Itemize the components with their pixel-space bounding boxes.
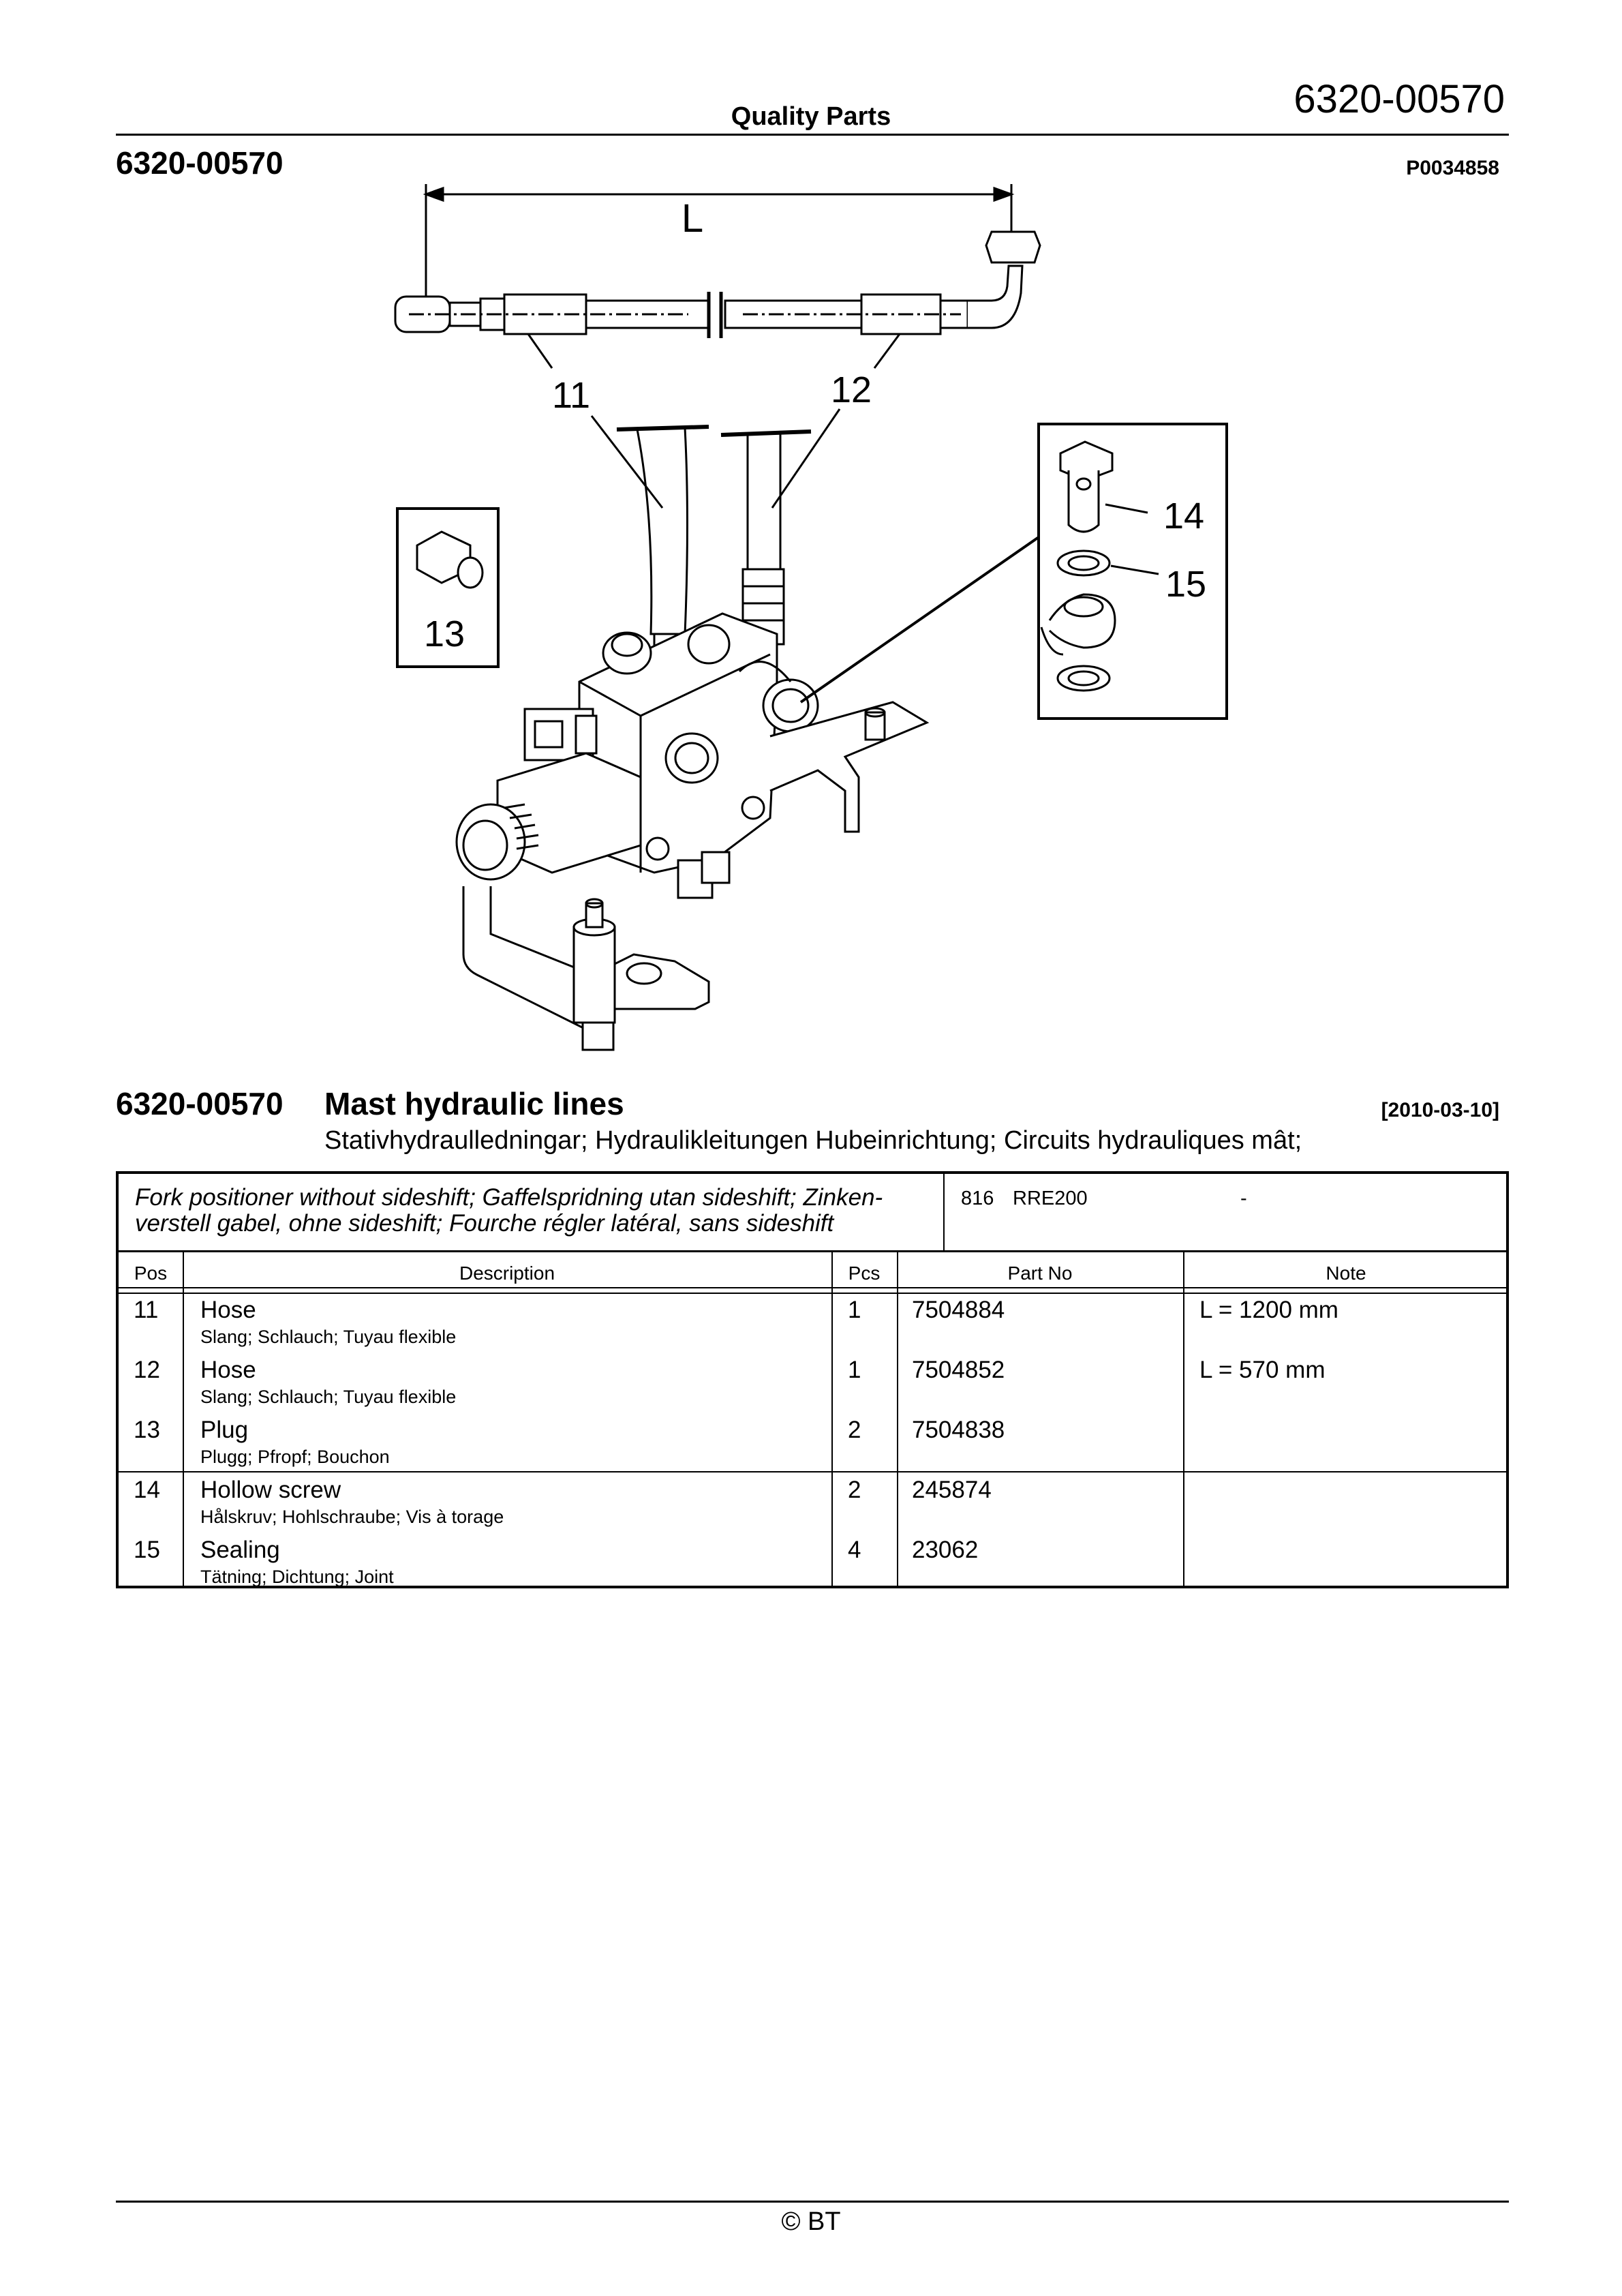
row-pos: 14 <box>134 1477 160 1503</box>
header-top-rule <box>119 1250 1509 1252</box>
hose-12 <box>720 429 812 646</box>
header-bottom-rule-2 <box>119 1293 1509 1294</box>
col-divider-desc <box>831 1250 833 1588</box>
plug-detail-box <box>396 507 500 668</box>
header-doc-number: 6320-00570 <box>1294 77 1505 121</box>
col-header-pcs: Pcs <box>848 1263 881 1284</box>
row-pos: 12 <box>134 1357 160 1383</box>
row-part-no: 7504884 <box>912 1297 1005 1323</box>
row-translations: Slang; Schlauch; Tuyau flexible <box>200 1327 457 1347</box>
section-number: 6320-00570 <box>116 145 284 181</box>
row-translations: Tätning; Dichtung; Joint <box>200 1567 394 1587</box>
row-description: Plug <box>200 1417 249 1443</box>
col-divider-pcs <box>897 1250 898 1588</box>
hose-assembly <box>394 230 1041 369</box>
row-note: L = 1200 mm <box>1199 1297 1338 1323</box>
col-divider-part <box>1183 1250 1184 1588</box>
picture-reference: P0034858 <box>1406 157 1499 179</box>
callout-13: 13 <box>424 614 465 654</box>
title-date: [2010-03-10] <box>1381 1099 1499 1121</box>
table-row: 11 Hose Slang; Schlauch; Tuyau flexible … <box>119 1295 1509 1355</box>
screw-detail-box <box>799 423 1228 720</box>
col-header-part-no: Part No <box>1007 1263 1073 1284</box>
model-name: RRE200 <box>1013 1188 1088 1209</box>
callout-14: 14 <box>1163 496 1204 537</box>
row-description: Sealing <box>200 1537 280 1563</box>
row-pos: 15 <box>134 1537 160 1563</box>
row-part-no: 7504852 <box>912 1357 1005 1383</box>
variant-line-2: verstell gabel, ohne sideshift; Fourche … <box>135 1210 834 1237</box>
callout-11: 11 <box>552 375 590 416</box>
row-pos: 13 <box>134 1417 160 1443</box>
footer-copyright: © BT <box>781 2207 841 2236</box>
col-header-description: Description <box>459 1263 555 1284</box>
right-bracket <box>769 701 930 833</box>
row-description: Hose <box>200 1297 256 1323</box>
row-part-no: 23062 <box>912 1537 979 1563</box>
model-code: 816 <box>961 1188 994 1209</box>
row-pcs: 4 <box>848 1537 861 1563</box>
row-description: Hollow screw <box>200 1477 341 1503</box>
row-pos: 11 <box>134 1297 159 1323</box>
table-row: 13 Plug Plugg; Pfropf; Bouchon 2 7504838 <box>119 1415 1509 1471</box>
row-pcs: 2 <box>848 1417 861 1443</box>
row-pcs: 1 <box>848 1357 861 1383</box>
row-translations: Plugg; Pfropf; Bouchon <box>200 1447 390 1467</box>
model-dash: - <box>1240 1188 1247 1209</box>
row-note: L = 570 mm <box>1199 1357 1326 1383</box>
variant-divider <box>943 1174 945 1250</box>
table-row: 12 Hose Slang; Schlauch; Tuyau flexible … <box>119 1355 1509 1415</box>
row-description: Hose <box>200 1357 256 1383</box>
table-row: 15 Sealing Tätning; Dichtung; Joint 4 23… <box>119 1535 1509 1588</box>
group-divider <box>119 1471 1509 1472</box>
row-pcs: 1 <box>848 1297 861 1323</box>
footer-divider <box>116 2201 1509 2203</box>
dimension-label: L <box>682 196 703 241</box>
row-translations: Slang; Schlauch; Tuyau flexible <box>200 1387 457 1407</box>
table-row: 14 Hollow screw Hålskruv; Hohlschraube; … <box>119 1475 1509 1535</box>
header-bottom-rule-1 <box>119 1287 1509 1288</box>
header-divider <box>116 134 1509 136</box>
col-header-note: Note <box>1326 1263 1366 1284</box>
row-pcs: 2 <box>848 1477 861 1503</box>
lower-bracket <box>462 886 710 1051</box>
callout-12: 12 <box>831 369 872 410</box>
parts-diagram: L 11 12 <box>394 184 1228 1051</box>
row-part-no: 7504838 <box>912 1417 1005 1443</box>
parts-table: Fork positioner without sideshift; Gaffe… <box>116 1171 1509 1588</box>
variant-line-1: Fork positioner without sideshift; Gaffe… <box>135 1184 883 1211</box>
col-header-pos: Pos <box>134 1263 168 1284</box>
row-part-no: 245874 <box>912 1477 992 1503</box>
header-title: Quality Parts <box>731 102 891 131</box>
title-text: Mast hydraulic lines <box>324 1086 624 1121</box>
solenoid <box>455 708 642 881</box>
title-number: 6320-00570 <box>116 1086 284 1121</box>
title-subtitle: Stativhydraulledningar; Hydraulikleitung… <box>324 1126 1302 1155</box>
row-translations: Hålskruv; Hohlschraube; Vis à torage <box>200 1507 504 1527</box>
dimension-line <box>423 184 1015 297</box>
variant-description: Fork positioner without sideshift; Gaffe… <box>135 1185 1021 1237</box>
col-divider-pos <box>183 1250 184 1588</box>
callout-15: 15 <box>1165 564 1206 605</box>
